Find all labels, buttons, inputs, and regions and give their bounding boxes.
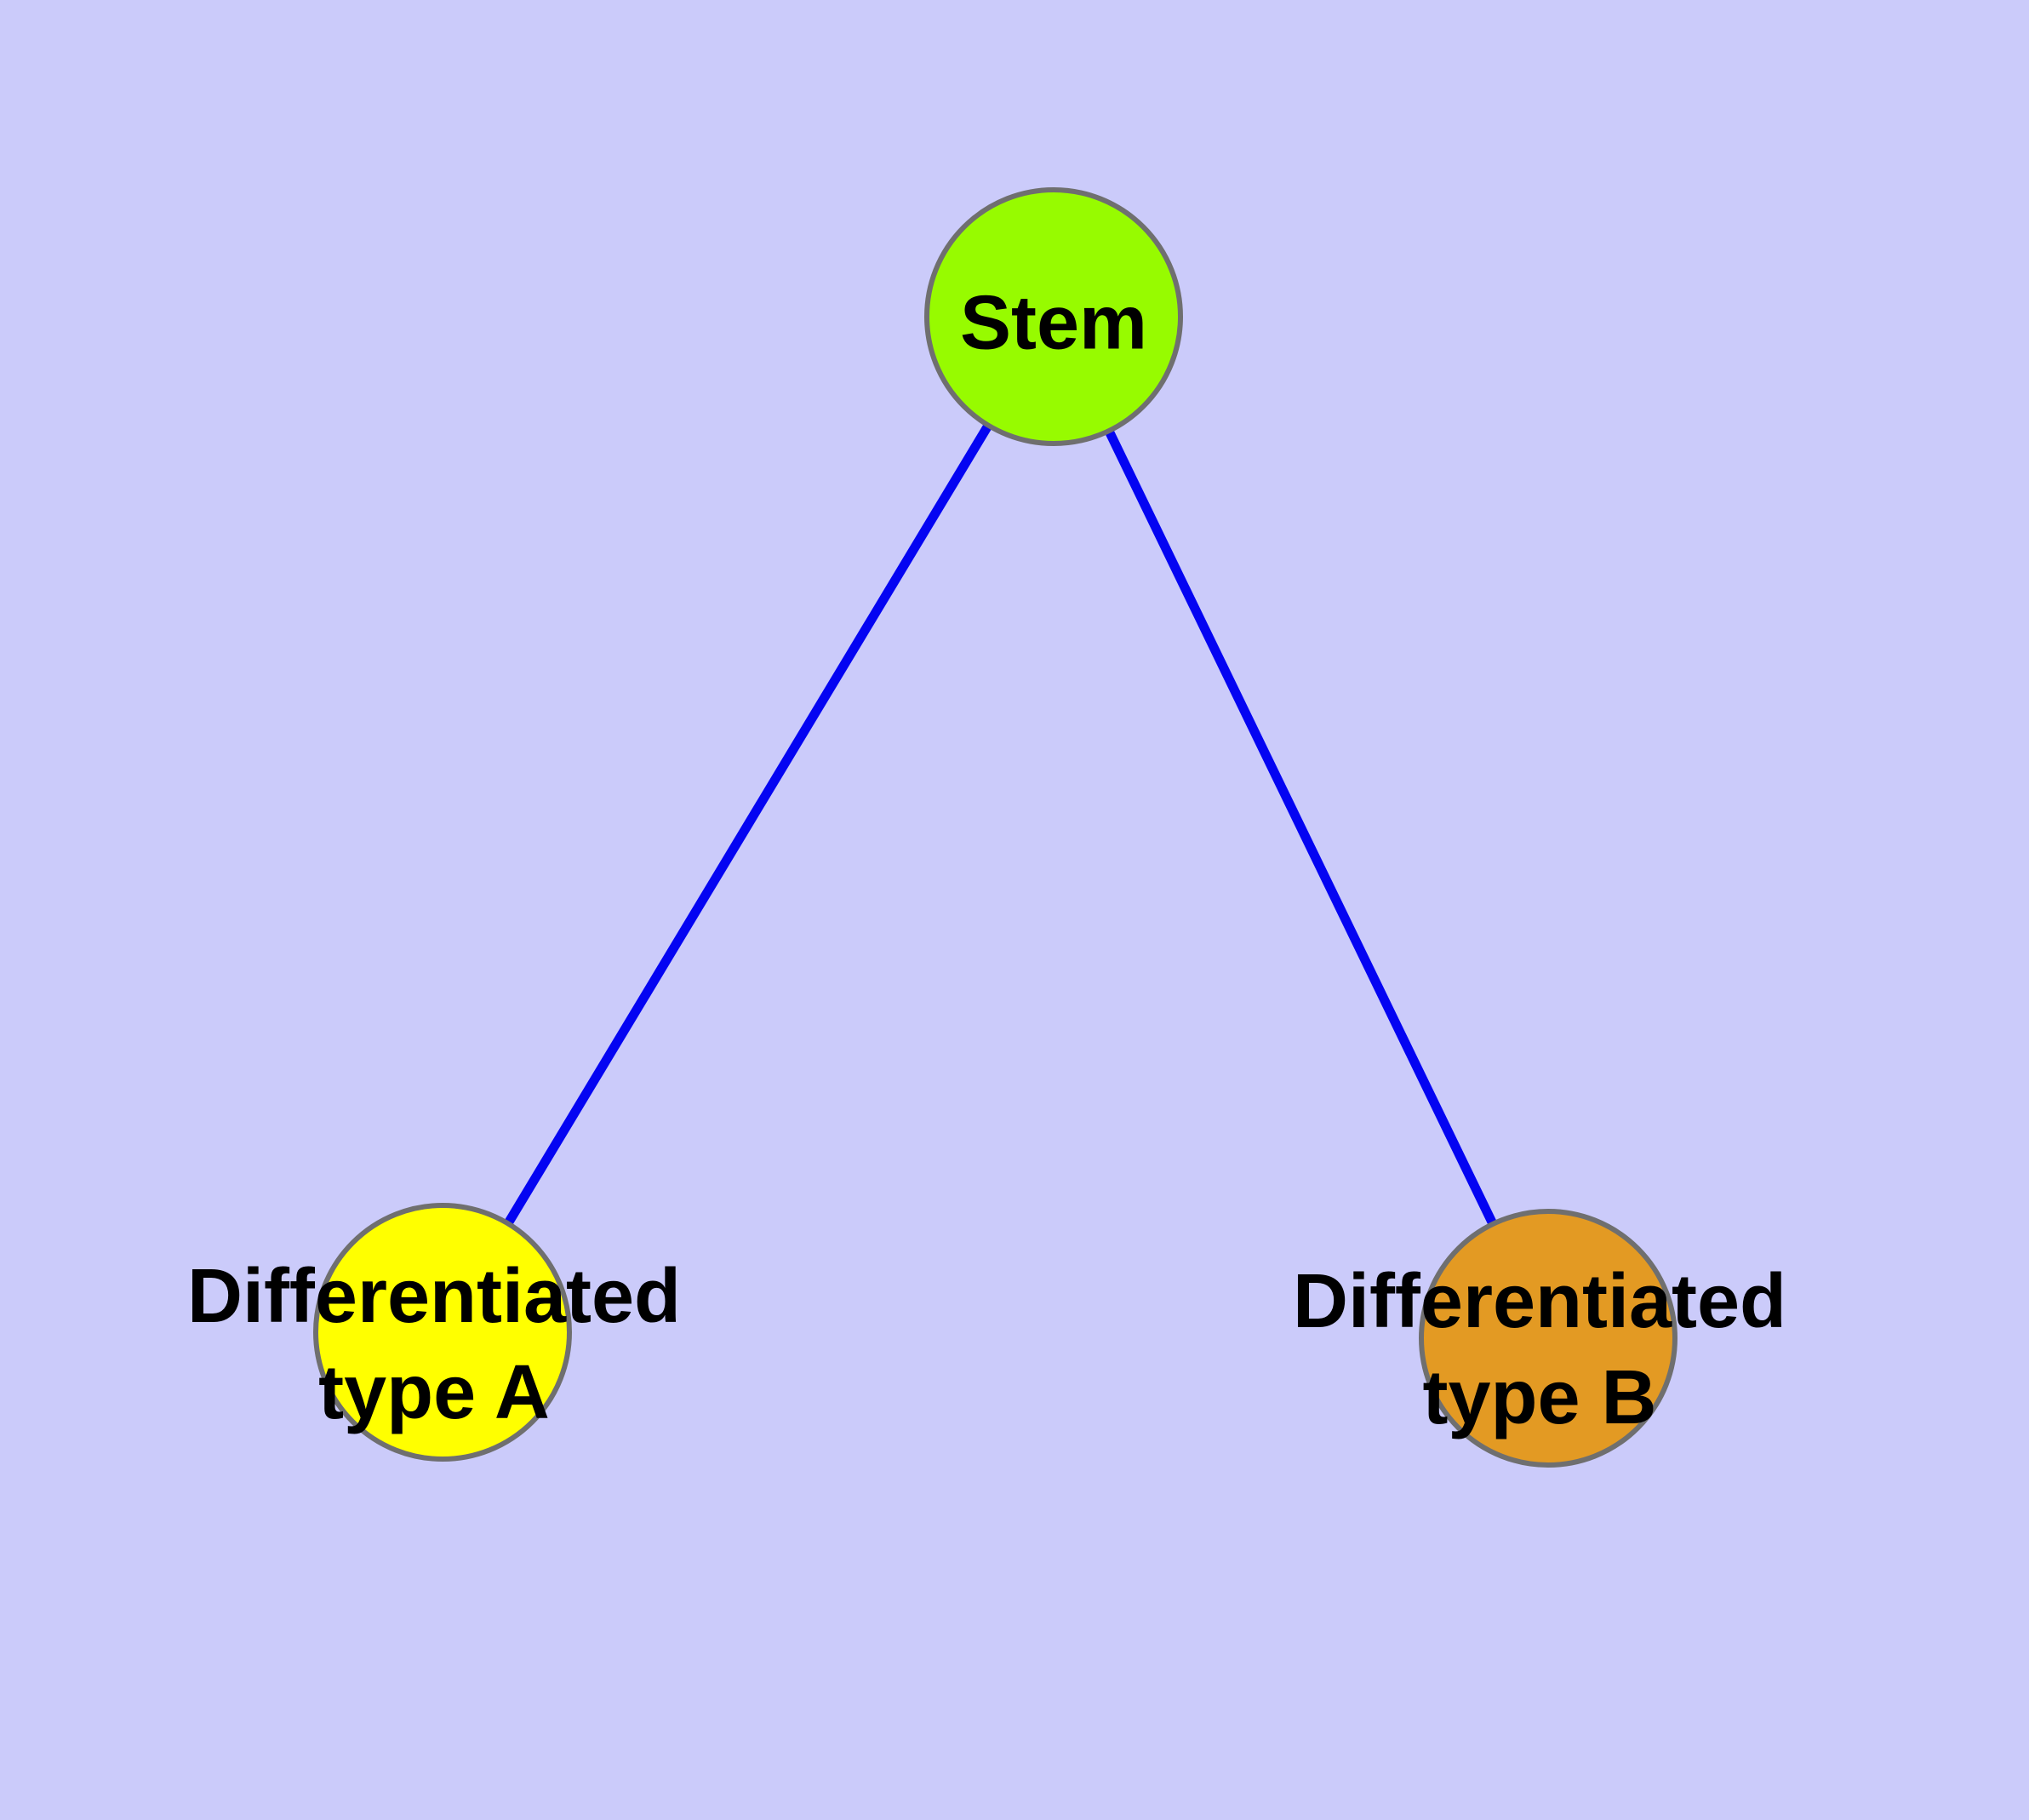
node-differentiated-type-a bbox=[313, 1203, 572, 1462]
edge-stem-to-type-b bbox=[1049, 314, 1552, 1341]
edge-stem-to-type-a bbox=[438, 314, 1058, 1335]
node-differentiated-type-b bbox=[1419, 1209, 1677, 1468]
node-stem bbox=[924, 187, 1183, 446]
